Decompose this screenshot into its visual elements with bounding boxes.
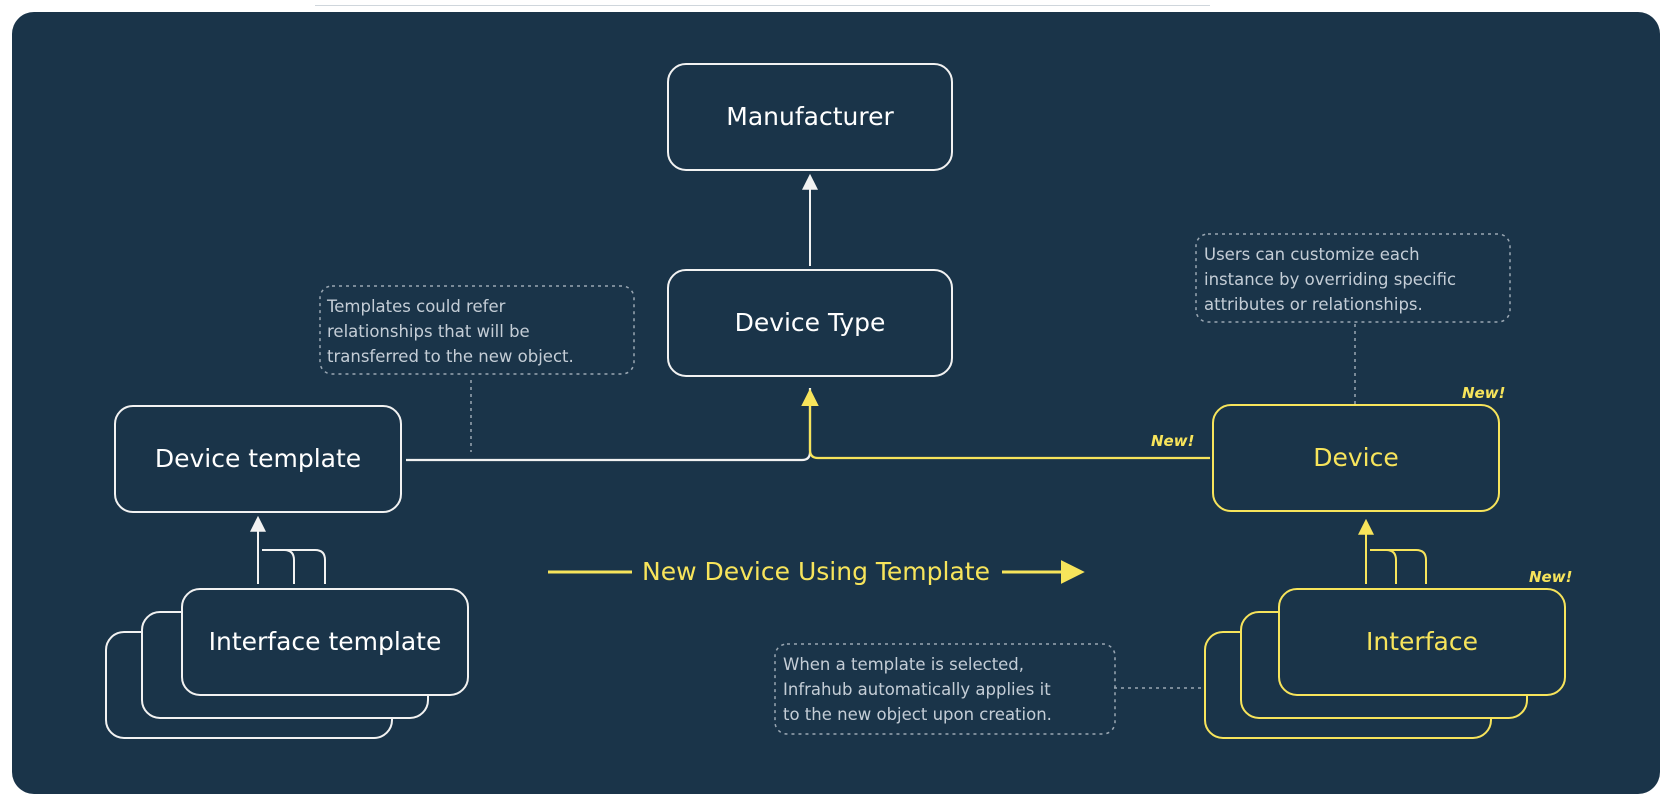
- templates-note-line-2: relationships that will be: [327, 322, 530, 341]
- templates-note-line-1: Templates could refer: [326, 297, 506, 316]
- interface-new-tag: New!: [1529, 568, 1572, 586]
- device-new-tag: New!: [1462, 384, 1505, 402]
- interface-stack[interactable]: Interface: [1204, 588, 1566, 739]
- templates-note: Templates could refer relationships that…: [319, 285, 635, 375]
- interface-template-stack[interactable]: Interface template: [105, 588, 469, 739]
- device-link-new-tag: New!: [1151, 432, 1194, 450]
- customize-note-line-1: Users can customize each: [1204, 245, 1420, 264]
- applied-note-line-3: to the new object upon creation.: [783, 705, 1052, 724]
- applied-note-line-2: Infrahub automatically applies it: [783, 680, 1051, 699]
- device-type-label: Device Type: [735, 308, 886, 337]
- applied-note-line-1: When a template is selected,: [783, 655, 1024, 674]
- interface-branch-2: [1370, 549, 1397, 584]
- top-rule: [315, 5, 1210, 6]
- interface-template-branch-3: [262, 549, 326, 584]
- customize-note: Users can customize each instance by ove…: [1195, 233, 1511, 323]
- device-type-node[interactable]: Device Type: [667, 269, 953, 377]
- templates-note-line-3: transferred to the new object.: [327, 347, 574, 366]
- device-label: Device: [1313, 443, 1399, 472]
- customize-note-line-2: instance by overriding specific: [1204, 270, 1456, 289]
- interface-template-label: Interface template: [209, 627, 442, 656]
- interface-template-card-front: [181, 588, 469, 696]
- manufacturer-node[interactable]: Manufacturer: [667, 63, 953, 171]
- interface-branch-3: [1370, 549, 1427, 584]
- template-to-devicetype-connector: [406, 388, 812, 462]
- customize-note-line-3: attributes or relationships.: [1204, 295, 1423, 314]
- device-node[interactable]: Device: [1212, 404, 1500, 512]
- device-to-devicetype-connector: [801, 388, 1210, 460]
- manufacturer-label: Manufacturer: [726, 102, 894, 131]
- interface-card-front: [1278, 588, 1566, 696]
- device-template-node[interactable]: Device template: [114, 405, 402, 513]
- applied-note: When a template is selected, Infrahub au…: [774, 643, 1116, 735]
- flow-label: New Device Using Template: [642, 557, 990, 586]
- device-template-label: Device template: [155, 444, 361, 473]
- interface-label: Interface: [1366, 627, 1478, 656]
- interface-template-branch-2: [262, 549, 295, 584]
